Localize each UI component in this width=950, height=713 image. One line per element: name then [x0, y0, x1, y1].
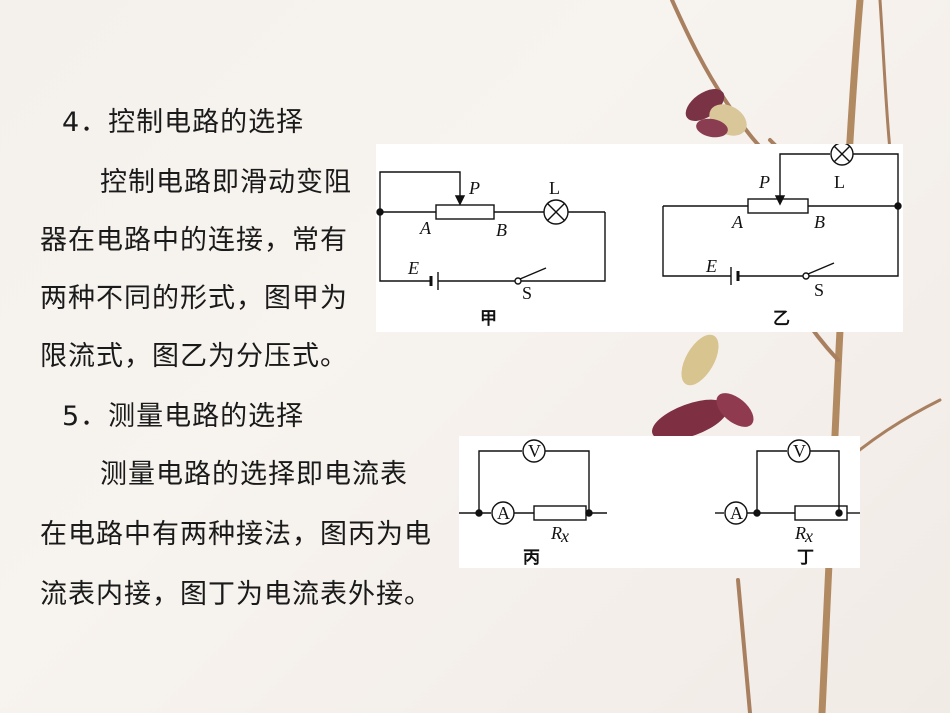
butterfly-icon: [685, 89, 747, 138]
section5-line: 测量电路的选择即电流表: [100, 459, 408, 490]
label-L: L: [549, 178, 560, 198]
label-A: A: [730, 503, 743, 523]
label-L: L: [834, 172, 845, 192]
label-A: A: [731, 212, 744, 232]
circuit-bing: V A R x 丙: [459, 439, 607, 568]
label-R-sub: x: [804, 526, 813, 546]
caption-yi: 乙: [773, 309, 790, 329]
rheostat: [435, 204, 495, 220]
section4-line: 控制电路即滑动变阻: [100, 167, 352, 198]
caption-bing: 丙: [523, 548, 540, 568]
label-V: V: [793, 441, 806, 461]
measurement-circuit-figure: V A R x 丙 V A R x 丁: [459, 436, 860, 568]
section4-line: 限流式，图乙为分压式。: [40, 341, 348, 372]
section5-line: 流表内接，图丁为电流表外接。: [40, 579, 432, 610]
label-S: S: [814, 280, 824, 300]
section5-line: 在电路中有两种接法，图丙为电: [40, 519, 432, 550]
circuit-yi: P A B L E S 乙: [662, 144, 902, 329]
label-B: B: [814, 212, 825, 232]
label-B: B: [496, 220, 507, 240]
label-R: R: [794, 523, 806, 543]
label-R-sub: x: [560, 526, 569, 546]
label-E: E: [705, 256, 717, 276]
label-A: A: [497, 503, 510, 523]
circuit-jia: P A B L E S 甲: [376, 171, 606, 329]
label-V: V: [528, 441, 541, 461]
caption-ding: 丁: [797, 548, 814, 568]
circuit-ding: V A R x 丁: [715, 439, 860, 568]
label-R: R: [550, 523, 562, 543]
resistor: [533, 505, 587, 521]
section4-line: 两种不同的形式，图甲为: [40, 283, 348, 314]
butterfly-icon: [652, 334, 754, 441]
label-P: P: [758, 172, 770, 192]
label-E: E: [407, 258, 419, 278]
caption-jia: 甲: [480, 309, 497, 329]
control-circuit-figure: P A B L E S 甲 P A B: [376, 144, 903, 332]
label-S: S: [522, 283, 532, 303]
section4-line: 器在电路中的连接，常有: [40, 225, 348, 256]
label-P: P: [468, 178, 480, 198]
section5-heading: 5．测量电路的选择: [62, 401, 305, 432]
section4-heading: 4．控制电路的选择: [62, 107, 305, 138]
label-A: A: [419, 218, 432, 238]
